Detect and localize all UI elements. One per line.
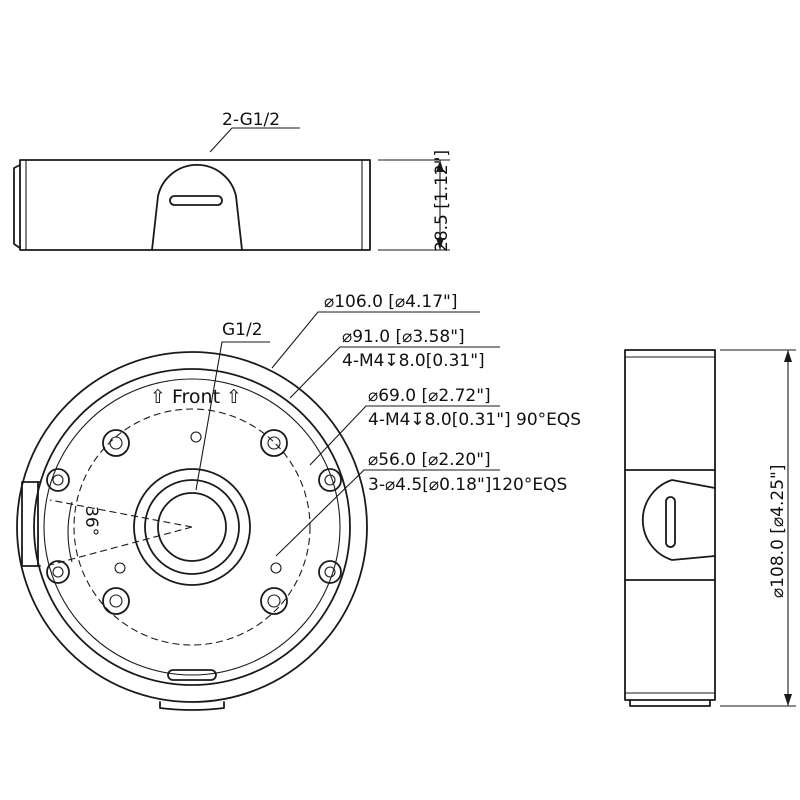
holes-label: 3-⌀4.5[⌀0.18"]120°EQS: [368, 475, 567, 495]
front-label: ⇧ Front ⇧: [150, 386, 242, 408]
m4-label-a: 4-M4↧8.0[0.31"]: [342, 351, 485, 371]
side-view-top: [13, 127, 450, 251]
d106-label: ⌀106.0 [⌀4.17"]: [324, 292, 457, 312]
d56-label: ⌀56.0 [⌀2.20"]: [368, 450, 491, 470]
side-diameter-label: ⌀108.0 [⌀4.25"]: [768, 465, 788, 598]
d69-label: ⌀69.0 [⌀2.72"]: [368, 386, 491, 406]
side-height-label: 28.5 [1.12"]: [432, 150, 452, 252]
side-port-label: 2-G1/2: [222, 110, 280, 130]
side-view-right: [624, 349, 796, 707]
plan-view: [16, 311, 500, 711]
angle-label: 36°: [81, 506, 101, 536]
mounting-bosses: [46, 429, 342, 615]
port-label: G1/2: [222, 320, 263, 340]
d91-label: ⌀91.0 [⌀3.58"]: [342, 327, 465, 347]
m4-label-b: 4-M4↧8.0[0.31"] 90°EQS: [368, 410, 581, 430]
